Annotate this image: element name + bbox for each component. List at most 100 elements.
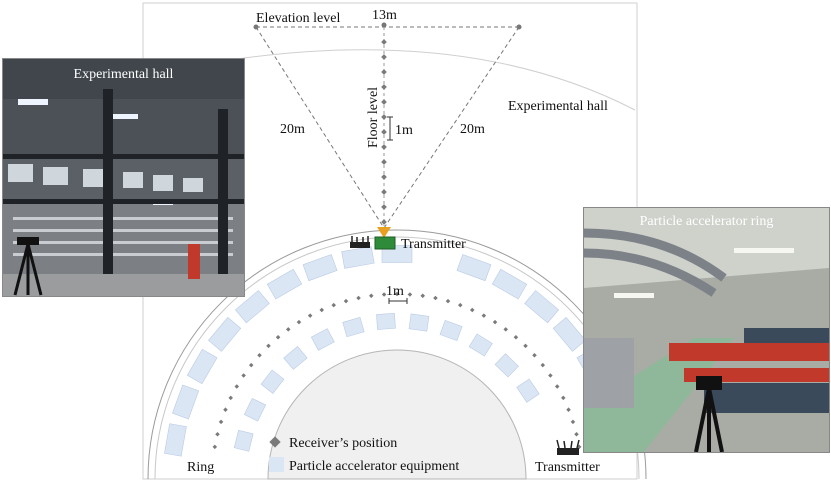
equipment-block bbox=[283, 346, 308, 370]
ring-receiver-marker bbox=[257, 352, 262, 358]
label-experimental-hall-right: Experimental hall bbox=[508, 99, 608, 114]
equipment-block bbox=[164, 423, 187, 457]
equipment-block bbox=[552, 316, 586, 352]
photo-accelerator-ring: Particle accelerator ring bbox=[583, 207, 830, 453]
legend-equipment-swatch bbox=[269, 457, 284, 472]
ring-receiver-marker bbox=[296, 319, 302, 325]
ring-receiver-marker bbox=[343, 298, 349, 304]
ring-receiver-marker bbox=[215, 431, 220, 437]
ring-receiver-marker bbox=[523, 343, 528, 349]
ring-receiver-marker bbox=[381, 292, 387, 297]
equipment-block bbox=[524, 290, 560, 324]
floor-receiver-marker bbox=[381, 69, 387, 75]
vertex-left-marker bbox=[253, 24, 259, 30]
triangle-left-edge bbox=[255, 26, 385, 229]
router-icon-bottom bbox=[556, 439, 580, 455]
equipment-block bbox=[381, 245, 413, 263]
ring-receiver-marker bbox=[234, 384, 240, 389]
ring-receiver-marker bbox=[420, 293, 426, 299]
equipment-block bbox=[260, 369, 285, 394]
ring-receiver-marker bbox=[218, 419, 224, 425]
photo-caption-experimental-hall: Experimental hall bbox=[73, 67, 174, 82]
legend-receiver-label: Receiver’s position bbox=[289, 436, 397, 451]
equipment-block bbox=[456, 254, 492, 282]
ring-receiver-marker bbox=[285, 327, 291, 332]
floor-receiver-marker bbox=[381, 54, 387, 60]
ring-receiver-marker bbox=[394, 291, 400, 297]
label-elevation-level: Elevation level bbox=[256, 11, 340, 26]
ring-receiver-marker bbox=[356, 295, 361, 301]
ring-receiver-marker bbox=[492, 319, 498, 325]
ring-receiver-marker bbox=[503, 327, 509, 332]
ring-receiver-marker bbox=[561, 395, 566, 401]
equipment-block bbox=[439, 320, 463, 342]
photo-experimental-hall: Experimental hall bbox=[2, 58, 245, 297]
floor-receiver-marker bbox=[381, 39, 387, 45]
equipment-block bbox=[494, 353, 519, 378]
label-side-right-20m: 20m bbox=[460, 122, 485, 137]
ring-receiver-marker bbox=[548, 373, 553, 378]
equipment-block bbox=[468, 333, 493, 357]
measurement-triangle bbox=[255, 26, 520, 229]
ring-receiver-marker bbox=[228, 395, 233, 401]
legend-receiver-swatch bbox=[269, 436, 281, 448]
equipment-block bbox=[233, 429, 254, 452]
equipment-block bbox=[491, 268, 528, 300]
accelerator-ring-image bbox=[584, 208, 829, 452]
label-floor-level: Floor level bbox=[366, 87, 381, 148]
ring-receiver-marker bbox=[248, 362, 254, 368]
label-ring: Ring bbox=[187, 460, 214, 475]
label-width-13m: 13m bbox=[372, 8, 397, 23]
ring-receiver-marker bbox=[469, 307, 475, 313]
legend-equipment-label: Particle accelerator equipment bbox=[289, 459, 459, 474]
label-spacing-1m-ring: 1m bbox=[386, 284, 404, 299]
router-icon-top bbox=[350, 236, 370, 248]
floor-receiver-marker bbox=[381, 189, 387, 195]
transmitter-antenna-icon bbox=[377, 227, 391, 238]
equipment-block bbox=[172, 384, 200, 420]
ring-receiver-marker bbox=[574, 431, 579, 437]
label-spacing-1m-vertical: 1m bbox=[395, 123, 413, 138]
equipment-block bbox=[302, 254, 338, 282]
inner-disc bbox=[267, 349, 527, 480]
hall-arc bbox=[229, 49, 636, 111]
equipment-block bbox=[186, 348, 218, 385]
ring-receiver-marker bbox=[540, 362, 546, 368]
equipment-block bbox=[376, 312, 396, 330]
transmitter-pcb-icon bbox=[374, 236, 396, 250]
equipment-block bbox=[266, 268, 303, 300]
ring-receiver-marker bbox=[319, 307, 325, 313]
triangle-vertex-markers bbox=[253, 22, 522, 30]
floor-receiver-marker bbox=[381, 84, 387, 90]
ring-receiver-marker bbox=[223, 407, 228, 412]
ring-receiver-marker bbox=[307, 313, 313, 318]
ring-spacing-marker bbox=[388, 298, 408, 304]
floor-receiver-marker bbox=[381, 129, 387, 135]
ring-receiver-marker bbox=[407, 292, 413, 297]
equipment-block bbox=[310, 328, 335, 351]
ring-receiver-marker bbox=[275, 335, 281, 340]
ring-receiver-marker bbox=[554, 384, 560, 389]
ring-receiver-marker bbox=[513, 335, 519, 340]
floor-receiver-marker bbox=[381, 159, 387, 165]
ring-receiver-marker bbox=[368, 293, 374, 299]
label-side-left-20m: 20m bbox=[280, 122, 305, 137]
equipment-block bbox=[342, 317, 365, 338]
equipment-block bbox=[341, 246, 375, 269]
legend: Receiver’s position Particle accelerator… bbox=[269, 436, 459, 474]
ring-receiver-marker bbox=[212, 444, 218, 450]
ring-receiver-marker bbox=[331, 302, 336, 308]
equipment-block bbox=[408, 313, 430, 332]
label-transmitter-bottom: Transmitter bbox=[535, 460, 600, 475]
floor-receiver-marker bbox=[381, 144, 387, 150]
experimental-hall-image bbox=[3, 59, 244, 296]
vertex-right-marker bbox=[516, 24, 522, 30]
equipment-block bbox=[208, 316, 242, 352]
equipment-block bbox=[516, 378, 540, 403]
ring-receiver-marker bbox=[566, 407, 571, 412]
ring-receiver-marker bbox=[241, 373, 246, 378]
floor-receiver-marker bbox=[381, 174, 387, 180]
ring-receiver-marker bbox=[481, 313, 487, 318]
label-transmitter-top: Transmitter bbox=[401, 237, 466, 252]
